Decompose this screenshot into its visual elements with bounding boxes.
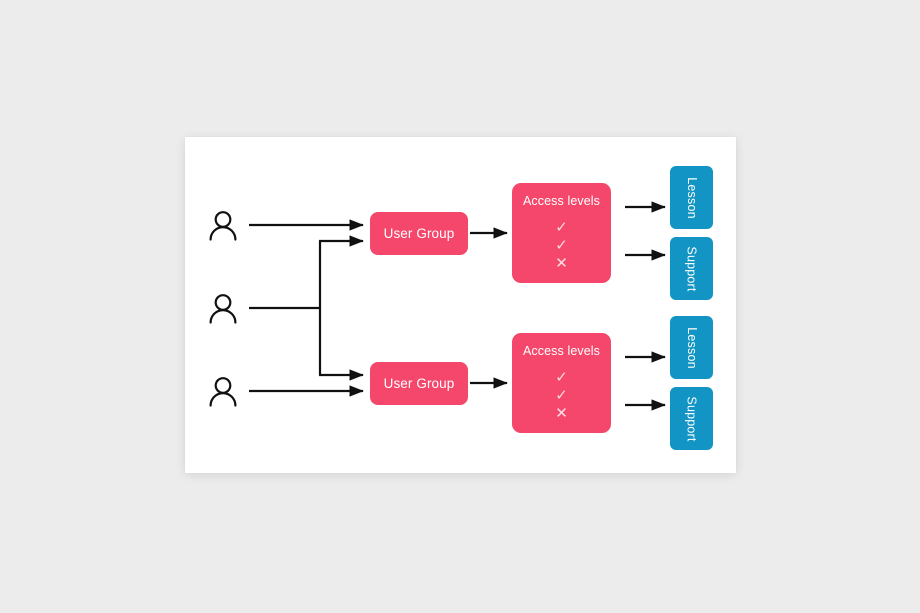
- resource-box-support[interactable]: Support: [670, 237, 713, 300]
- access-levels-title: Access levels: [522, 194, 601, 208]
- access-levels-card[interactable]: Access levels ✓ ✓ ✕: [512, 333, 611, 433]
- resource-label: Support: [684, 395, 699, 442]
- user-group-label: User Group: [383, 376, 455, 391]
- access-mark-check: ✓: [555, 367, 568, 386]
- person-icon: [205, 290, 241, 326]
- resource-box-lesson[interactable]: Lesson: [670, 166, 713, 229]
- diagram-canvas-card: User Group User Group Access levels ✓ ✓ …: [185, 137, 736, 473]
- user-group-box[interactable]: User Group: [370, 362, 468, 405]
- resource-label: Lesson: [684, 176, 699, 219]
- resource-label: Support: [684, 245, 699, 292]
- access-mark-cross: ✕: [555, 253, 568, 272]
- resource-box-support[interactable]: Support: [670, 387, 713, 450]
- connector-arrows: [249, 201, 666, 411]
- person-icon: [205, 373, 241, 409]
- access-levels-card[interactable]: Access levels ✓ ✓ ✕: [512, 183, 611, 283]
- resource-label: Lesson: [684, 326, 699, 369]
- user-group-box[interactable]: User Group: [370, 212, 468, 255]
- access-levels-title: Access levels: [522, 344, 601, 358]
- access-mark-check: ✓: [555, 217, 568, 236]
- access-mark-cross: ✕: [555, 403, 568, 422]
- access-levels-marks: ✓ ✓ ✕: [555, 219, 568, 272]
- resource-box-lesson[interactable]: Lesson: [670, 316, 713, 379]
- access-mark-check: ✓: [555, 385, 568, 404]
- access-levels-marks: ✓ ✓ ✕: [555, 369, 568, 422]
- access-mark-check: ✓: [555, 235, 568, 254]
- person-icon: [205, 207, 241, 243]
- user-group-label: User Group: [383, 226, 455, 241]
